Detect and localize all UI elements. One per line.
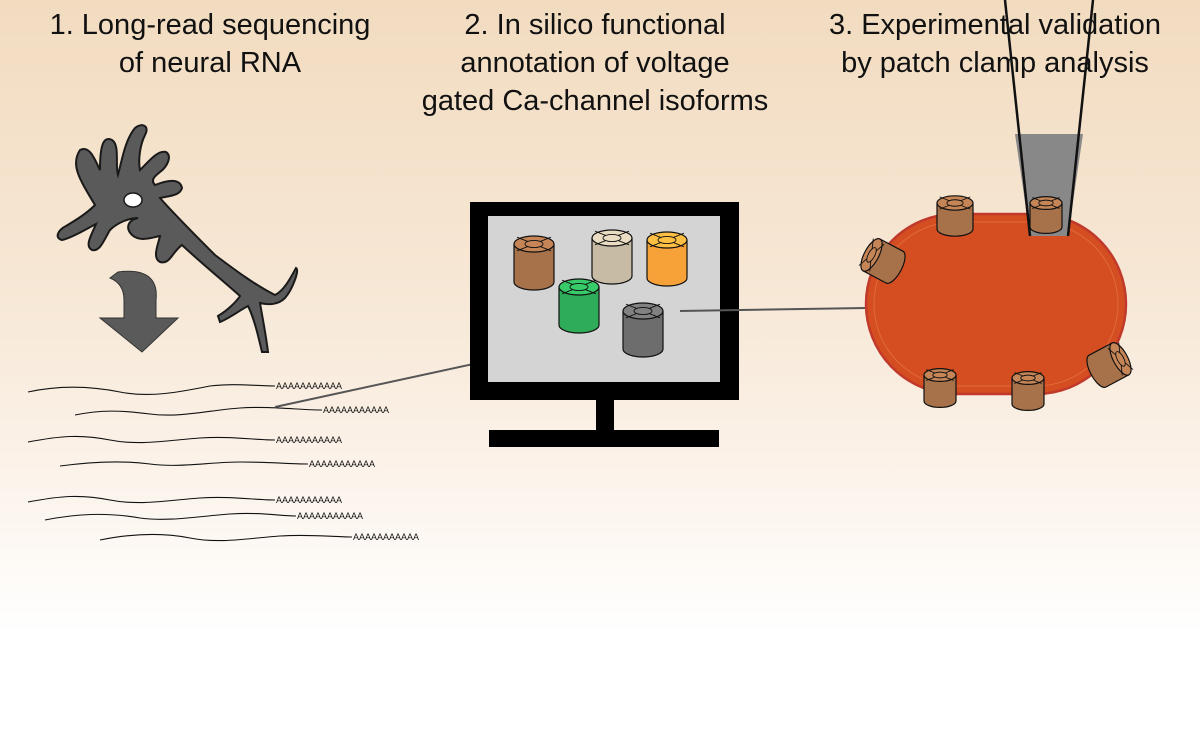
neuron-body xyxy=(56,124,298,353)
neuron-illustration xyxy=(56,124,298,353)
patched-channel xyxy=(1029,196,1063,234)
cell-channel xyxy=(923,368,957,408)
cell-channel xyxy=(1086,342,1134,388)
neuron-nucleus xyxy=(123,192,143,208)
rna-read xyxy=(27,495,276,504)
rna-read xyxy=(74,406,323,416)
pipette-wall-left xyxy=(1003,0,1032,237)
rna-read xyxy=(99,533,353,542)
rna-read xyxy=(27,435,276,444)
step-2-title: 2. In silico functional annotation of vo… xyxy=(421,9,769,117)
rna-read xyxy=(27,384,276,396)
channel-isoform-gray xyxy=(622,302,664,358)
rna-read xyxy=(44,512,297,521)
cell-group xyxy=(858,195,1134,411)
curved-down-arrow-icon xyxy=(98,270,180,353)
rna-reads xyxy=(27,384,353,542)
channel-isoform-beige xyxy=(591,229,633,285)
cell-channel xyxy=(1011,371,1045,411)
pipette-wall-right xyxy=(1066,0,1095,237)
channel-isoform-orange xyxy=(646,231,688,287)
poly-a-labels: AAAAAAAAAAA AAAAAAAAAAA AAAAAAAAAAA AAAA… xyxy=(276,381,419,542)
poly-a-tail: AAAAAAAAAAA xyxy=(309,459,375,469)
step-1-title: 1. Long-read sequencing of neural RNA xyxy=(49,9,371,79)
step-3-title: 3. Experimental validation by patch clam… xyxy=(828,9,1162,79)
poly-a-tail: AAAAAAAAAAA xyxy=(353,532,419,542)
channel-isoform-green xyxy=(558,278,600,334)
poly-a-tail: AAAAAAAAAAA xyxy=(276,381,342,391)
poly-a-tail: AAAAAAAAAAA xyxy=(297,511,363,521)
poly-a-tail: AAAAAAAAAAA xyxy=(276,495,342,505)
monitor-stand xyxy=(596,400,614,430)
cell-body xyxy=(864,212,1128,396)
ion-channel-isoforms xyxy=(513,229,688,358)
rna-read xyxy=(59,461,309,467)
monitor-base xyxy=(489,430,719,447)
poly-a-tail: AAAAAAAAAAA xyxy=(323,405,389,415)
cell-membrane-inner xyxy=(873,221,1119,387)
channel-isoform-brown xyxy=(513,235,555,291)
cell-channel xyxy=(858,238,906,284)
cell-channel xyxy=(936,195,974,237)
poly-a-tail: AAAAAAAAAAA xyxy=(276,435,342,445)
